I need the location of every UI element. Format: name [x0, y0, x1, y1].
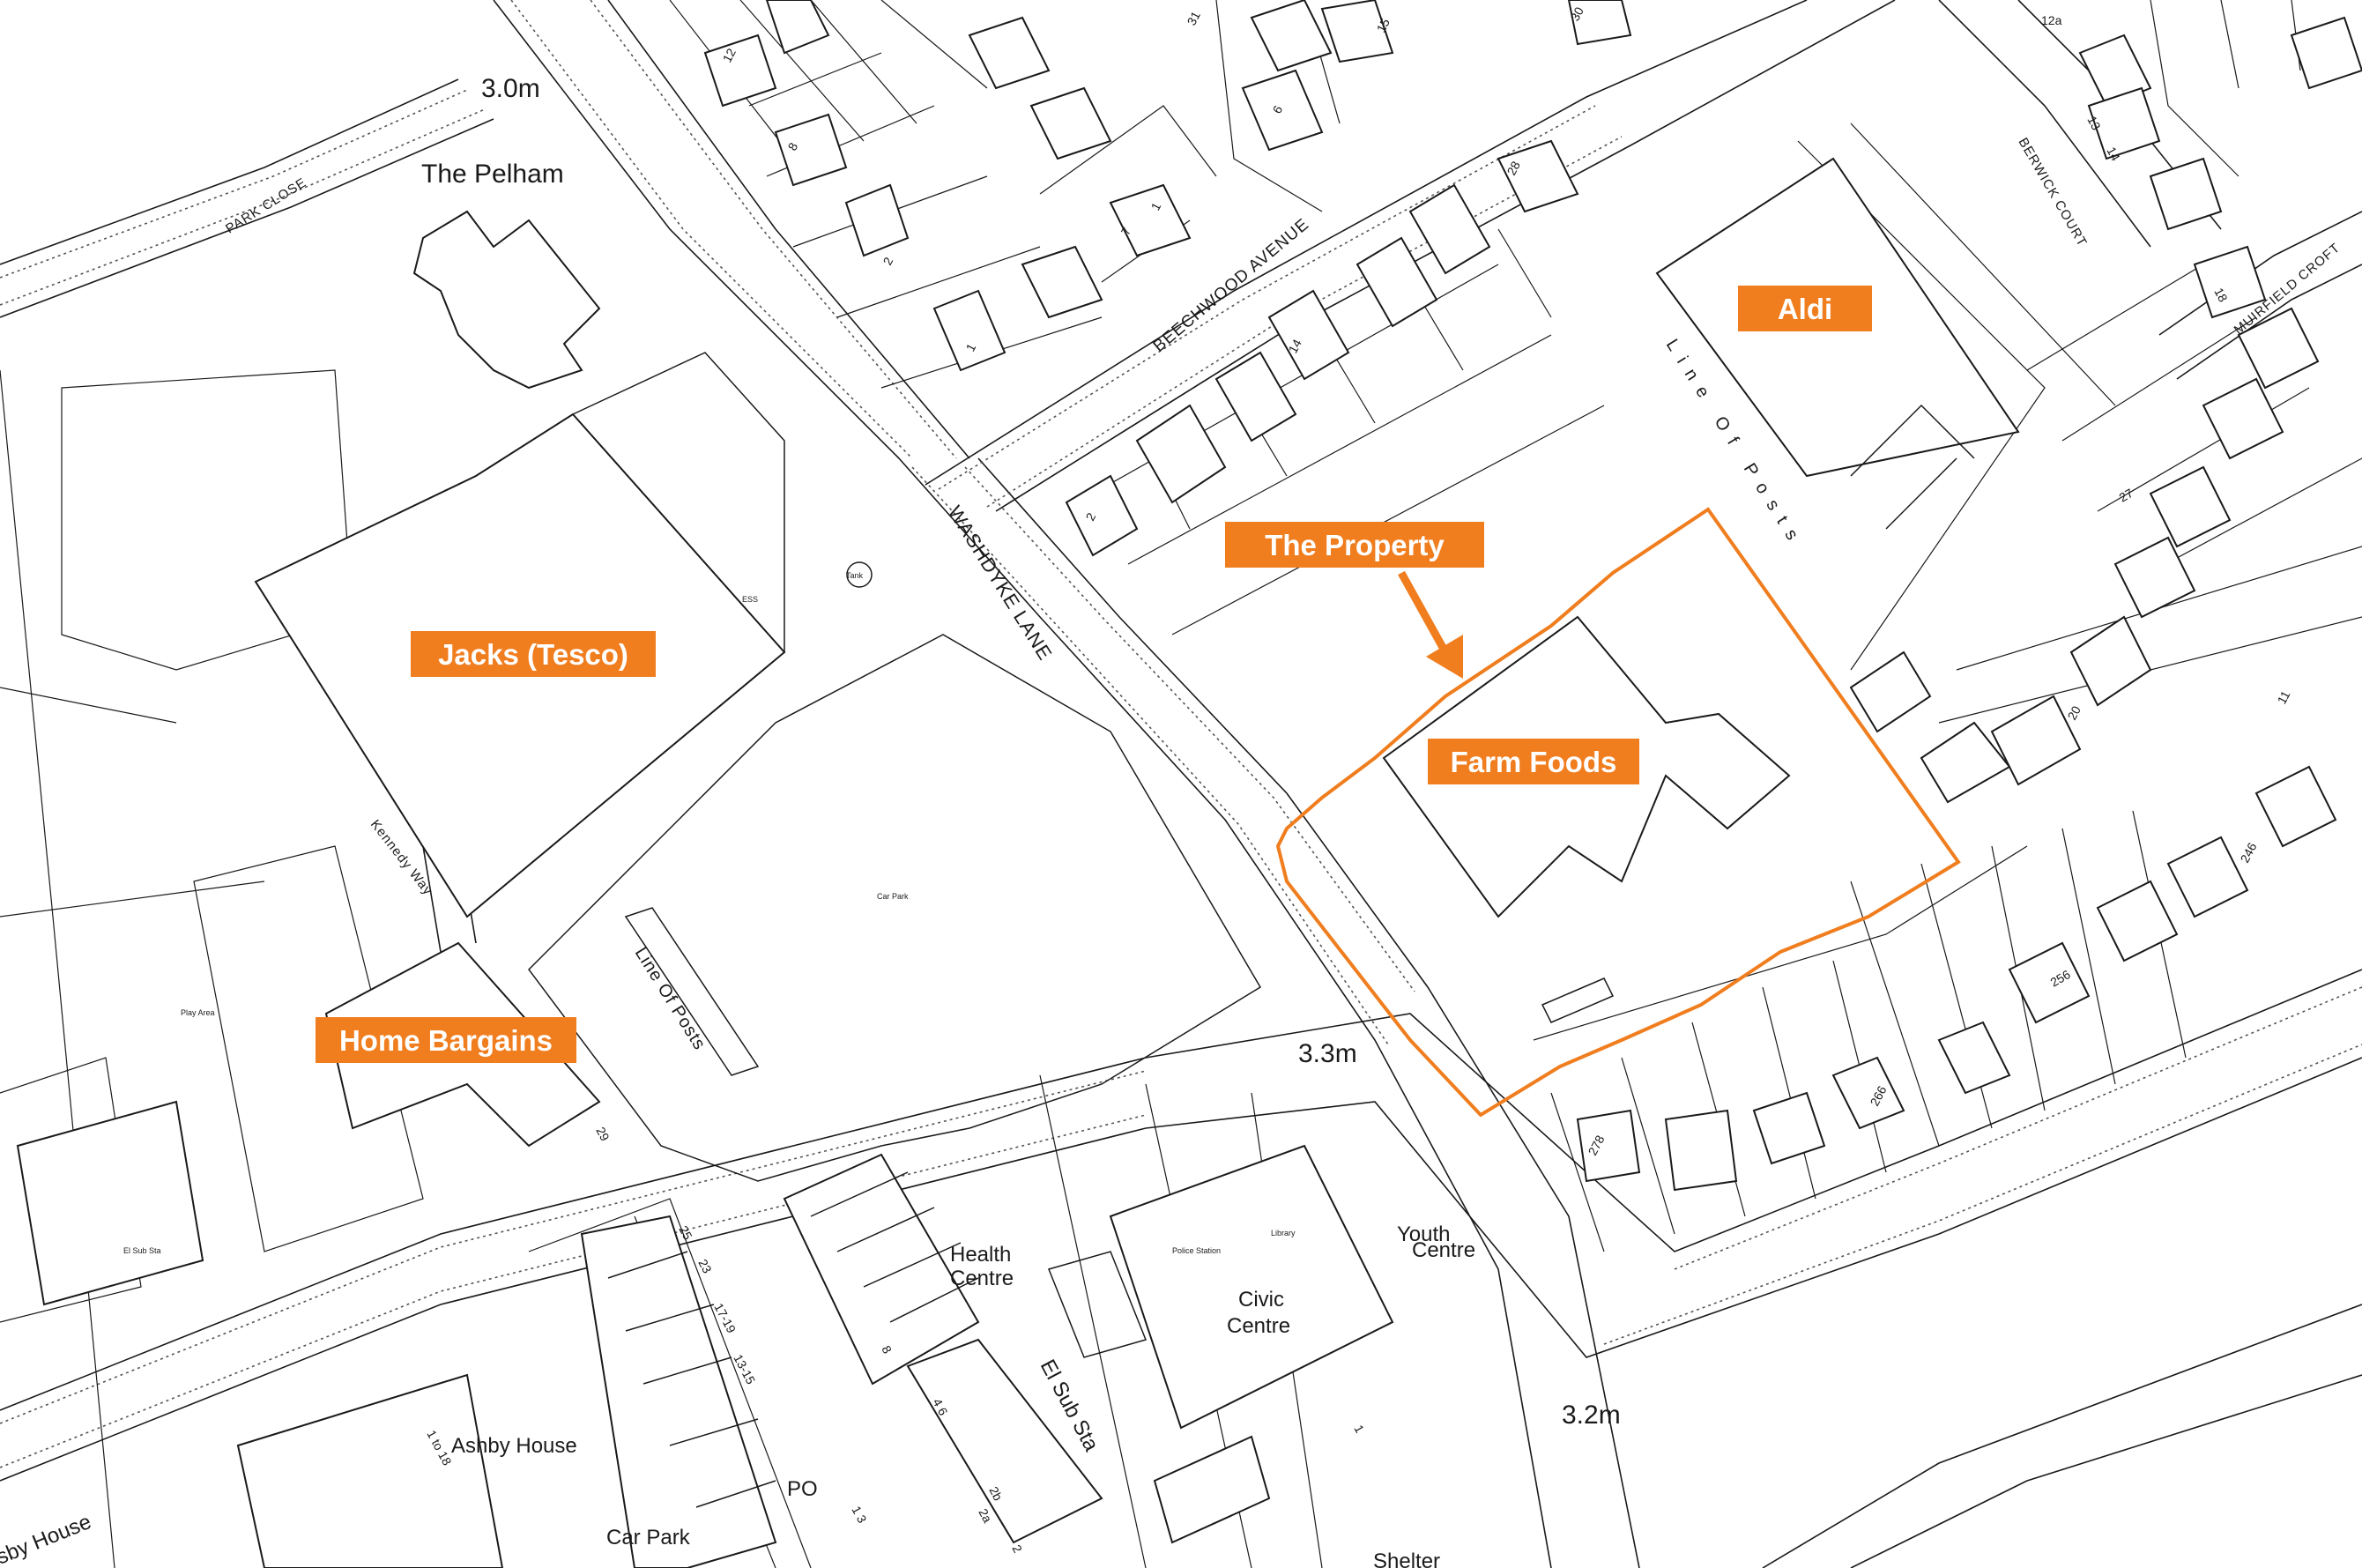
label-police-station: Police Station — [1172, 1246, 1221, 1255]
house-number: 12 — [720, 46, 739, 64]
house-number: 13 — [2084, 114, 2104, 132]
house-number: 2b — [986, 1484, 1006, 1503]
spot-height-2: 3.3m — [1298, 1039, 1357, 1068]
house-number: 29 — [593, 1125, 613, 1143]
label-po: PO — [787, 1477, 818, 1501]
property-boundary — [1275, 507, 1961, 1118]
house-number: 14 — [2104, 145, 2123, 163]
label-health-centre-2: Centre — [950, 1267, 1014, 1290]
tag-aldi: Aldi — [1738, 286, 1872, 331]
tag-home-bargains-label: Home Bargains — [339, 1024, 553, 1057]
house-number: 20 — [2065, 703, 2084, 722]
property-pointer-arrow — [1398, 570, 1463, 679]
house-number: 23 — [695, 1257, 715, 1275]
label-youth-centre-2: Centre — [1412, 1238, 1475, 1262]
house-number: 14 — [1286, 337, 1305, 355]
tag-aldi-label: Aldi — [1778, 293, 1832, 325]
label-el-sub-sta-small: El Sub Sta — [123, 1246, 161, 1255]
house-number: 30 — [1568, 4, 1587, 23]
label-civic-centre-2: Centre — [1227, 1314, 1290, 1338]
spot-heights: 3.0m 3.3m 3.2m — [481, 74, 1621, 1430]
house-number: 15 — [1374, 16, 1393, 34]
house-number: 25 — [676, 1223, 695, 1242]
tag-farm-foods-label: Farm Foods — [1451, 746, 1617, 778]
tag-jacks-tesco: Jacks (Tesco) — [411, 631, 656, 677]
tag-the-property: The Property — [1225, 522, 1484, 568]
house-number: 27 — [2117, 486, 2136, 505]
tag-the-property-label: The Property — [1265, 529, 1445, 561]
tag-home-bargains: Home Bargains — [316, 1017, 576, 1063]
label-youth-centre-1: Youth — [1397, 1222, 1451, 1246]
label-car-park-small: Car Park — [877, 892, 909, 901]
label-civic-centre-1: Civic — [1238, 1288, 1284, 1312]
label-health-centre-1: Health — [950, 1243, 1011, 1267]
label-tank: Tank — [846, 571, 864, 580]
spot-height-3: 3.2m — [1562, 1401, 1621, 1430]
label-shelter: Shelter — [1373, 1549, 1440, 1568]
spot-height-1: 3.0m — [481, 74, 540, 103]
house-number: 11 — [2275, 688, 2293, 707]
label-ashby-house: Ashby House — [451, 1434, 577, 1458]
house-number: 2a — [976, 1506, 995, 1525]
house-number: 31 — [1185, 9, 1204, 27]
tag-jacks-tesco-label: Jacks (Tesco) — [438, 638, 628, 671]
house-number: 12a — [2041, 13, 2062, 27]
house-number: 28 — [1504, 159, 1524, 177]
house-number: 18 — [2211, 286, 2231, 304]
label-ess: ESS — [742, 595, 758, 604]
label-the-pelham: The Pelham — [421, 160, 564, 189]
label-play-area: Play Area — [181, 1008, 215, 1017]
label-car-park: Car Park — [606, 1526, 691, 1549]
label-library: Library — [1271, 1229, 1296, 1237]
tag-farm-foods: Farm Foods — [1428, 739, 1639, 784]
